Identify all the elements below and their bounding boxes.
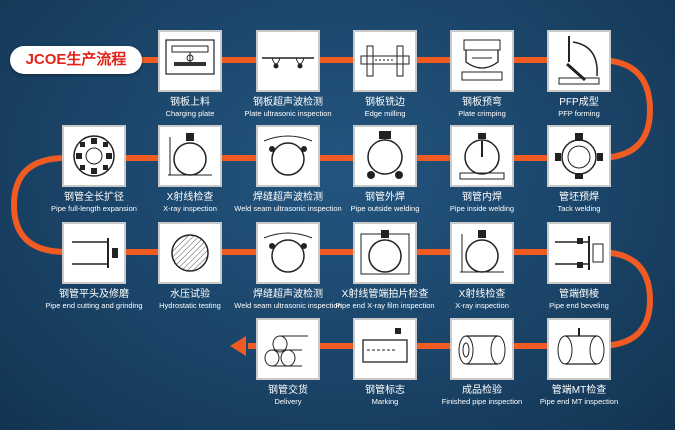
- outside-welding-icon: [353, 125, 417, 187]
- step-label-en: Charging plate: [165, 109, 215, 118]
- step-label-en: Marking: [371, 397, 399, 406]
- step-label-en: Pipe end cutting and grinding: [45, 301, 143, 310]
- step-label-cn: 钢管平头及修磨: [59, 289, 129, 300]
- step-label-en: X-ray inspection: [163, 204, 217, 213]
- step-label-cn: 钢板超声波检测: [253, 97, 323, 108]
- step-label-en: Pipe outside welding: [350, 204, 420, 213]
- step-label-cn: 成品检验: [462, 385, 502, 396]
- step-label-en: Finished pipe inspection: [441, 397, 523, 406]
- step-label-en: Weld seam ultrasonic inspection: [234, 204, 342, 213]
- delivery-icon: [256, 318, 320, 380]
- step-label-cn: 钢板铣边: [365, 97, 405, 108]
- step-label-cn: 钢管外焊: [365, 192, 405, 203]
- step-label-en: Pipe inside welding: [449, 204, 515, 213]
- step-label-en: Plate ultrasonic inspection: [244, 109, 332, 118]
- xray-icon: [158, 125, 222, 187]
- step-label-cn: X射线管端拍片检查: [341, 289, 429, 300]
- step-label-cn: 管坯预焊: [559, 192, 599, 203]
- step-label-en: Pipe full-length expansion: [51, 204, 137, 213]
- step-label-en: Tack welding: [557, 204, 601, 213]
- xray-2-icon: [450, 222, 514, 284]
- step-label-en: Weld seam ultrasonic inspection: [234, 301, 342, 310]
- step-label-cn: 管端MT检查: [551, 385, 607, 396]
- beveling-icon: [547, 222, 611, 284]
- step-label-en: PFP forming: [558, 109, 600, 118]
- step-label-en: Delivery: [274, 397, 302, 406]
- step-label-en: Hydrostatic testing: [159, 301, 221, 310]
- step-label-cn: X射线检查: [166, 192, 214, 203]
- weld-ultrasonic-2-icon: [256, 222, 320, 284]
- edge-milling-icon: [353, 30, 417, 92]
- plate-ultrasonic-icon: [256, 30, 320, 92]
- step-label-cn: 钢板预弯: [462, 97, 502, 108]
- step-label-cn: 钢管交货: [268, 385, 308, 396]
- step-label-cn: 焊缝超声波检测: [253, 192, 323, 203]
- diagram-title: JCOE生产流程: [25, 51, 127, 68]
- step-label-cn: 钢管内焊: [462, 192, 502, 203]
- pfp-forming-icon: [547, 30, 611, 92]
- weld-ultrasonic-icon: [256, 125, 320, 187]
- flow-line: [11, 57, 653, 349]
- mt-inspection-icon: [547, 318, 611, 380]
- tack-welding-icon: [547, 125, 611, 187]
- hydrostatic-icon: [158, 222, 222, 284]
- step-label-cn: 水压试验: [170, 289, 210, 300]
- finished-inspection-icon: [450, 318, 514, 380]
- step-label-en: X-ray inspection: [455, 301, 509, 310]
- step-label-en: Pipe end X-ray film inspection: [335, 301, 435, 310]
- step-label-cn: 钢管全长扩径: [64, 192, 124, 203]
- flow-arrowhead: [230, 336, 246, 356]
- marking-icon: [353, 318, 417, 380]
- step-label-en: Pipe end MT inspection: [539, 397, 619, 406]
- charging-plate-icon: [158, 30, 222, 92]
- step-label-cn: 管端倒棱: [559, 289, 599, 300]
- step-label-en: Edge milling: [364, 109, 406, 118]
- step-label-en: Plate crimping: [458, 109, 506, 118]
- end-cutting-icon: [62, 222, 126, 284]
- xray-film-icon: [353, 222, 417, 284]
- plate-crimping-icon: [450, 30, 514, 92]
- title-badge: JCOE生产流程: [10, 46, 142, 74]
- step-label-cn: PFP成型: [559, 97, 599, 108]
- step-label-cn: 焊缝超声波检测: [253, 289, 323, 300]
- inside-welding-icon: [450, 125, 514, 187]
- step-label-cn: X射线检查: [458, 289, 506, 300]
- expansion-icon: [62, 125, 126, 187]
- step-label-cn: 钢管标志: [365, 385, 405, 396]
- step-label-cn: 钢板上料: [170, 97, 210, 108]
- step-label-en: Pipe end beveling: [549, 301, 609, 310]
